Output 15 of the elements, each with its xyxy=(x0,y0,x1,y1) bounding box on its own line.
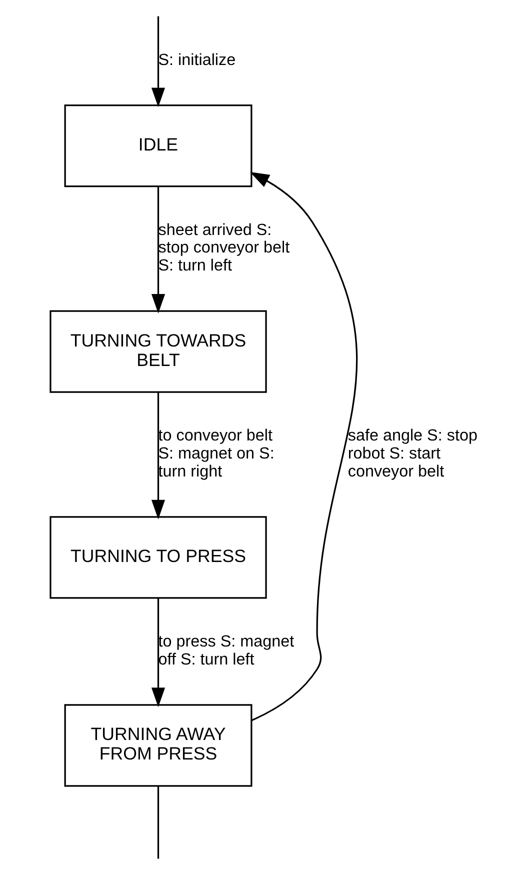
arrow xyxy=(151,392,166,520)
edge-label: to conveyor belt S: magnet on S: turn right xyxy=(158,426,274,480)
connector xyxy=(157,786,160,859)
edge-label: sheet arrived S: stop conveyor belt S: turn left xyxy=(158,220,290,275)
node-box: IDLE xyxy=(64,104,252,188)
arrow xyxy=(151,16,166,108)
arrow xyxy=(250,172,358,722)
edge-label: to press S: magnet off S: turn left xyxy=(158,632,294,668)
arrow xyxy=(151,598,166,708)
node-box: TURNING AWAY FROM PRESS xyxy=(64,704,252,787)
node-box: TURNING TOWARDS BELT xyxy=(50,310,267,393)
edge-label: S: initialize xyxy=(158,50,236,69)
edge-label: safe angle S: stop robot S: start conveyor belt xyxy=(348,426,478,480)
arrow xyxy=(151,186,166,314)
node-box: TURNING TO PRESS xyxy=(50,516,267,599)
